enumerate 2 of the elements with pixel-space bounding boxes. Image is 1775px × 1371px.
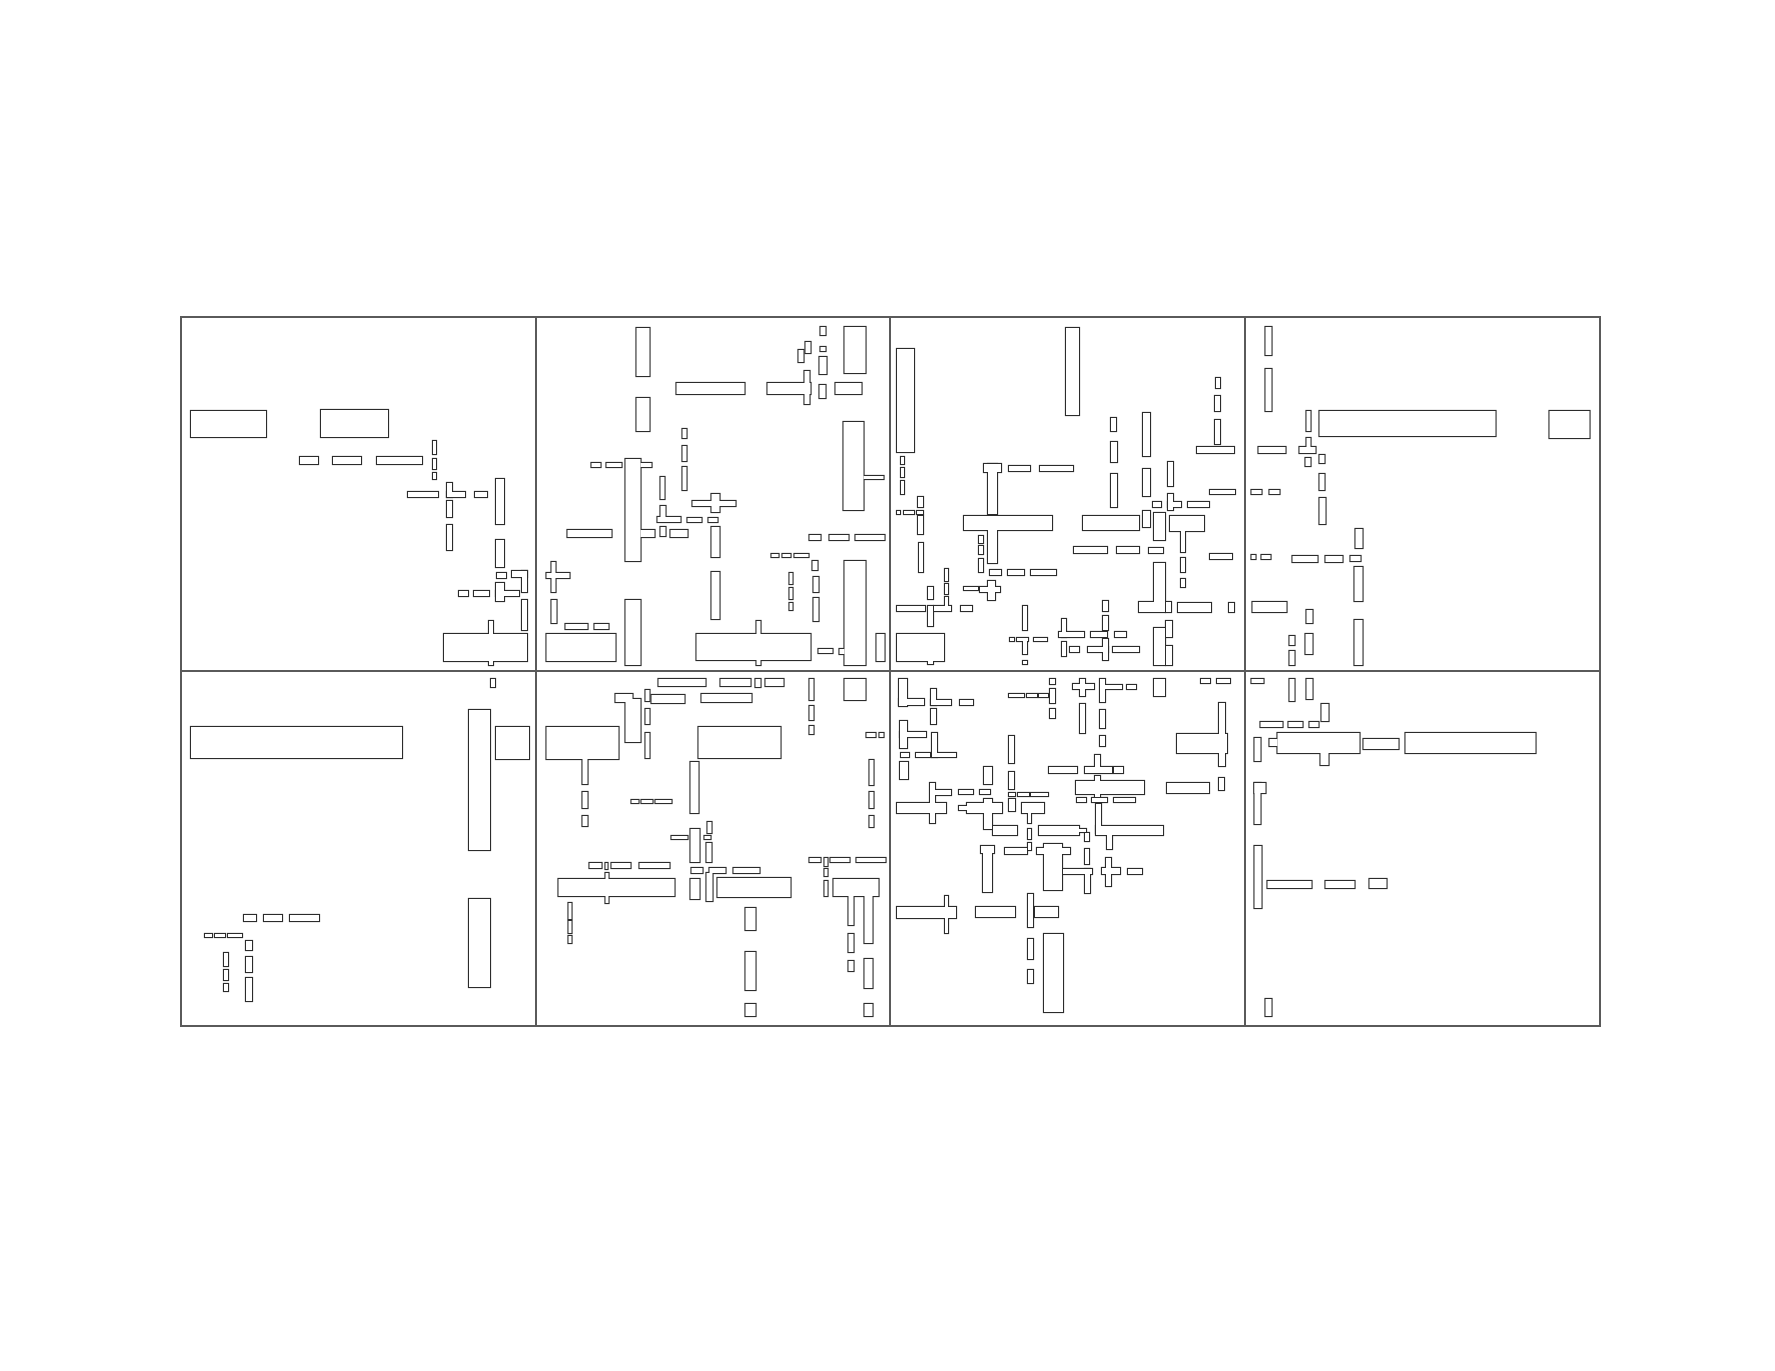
layout-panel [1243, 670, 1601, 1027]
layout-panel [180, 316, 537, 672]
